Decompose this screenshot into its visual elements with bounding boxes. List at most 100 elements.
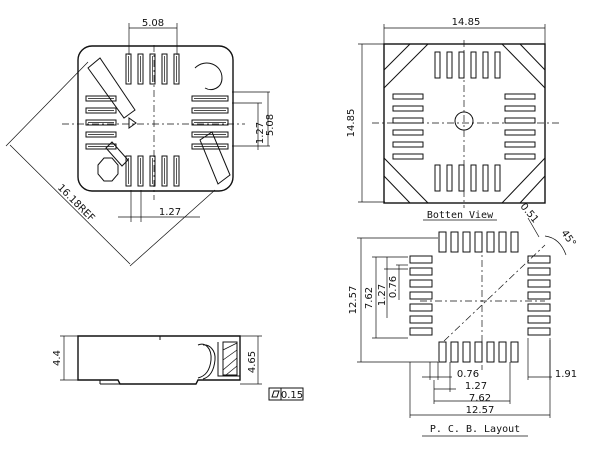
top-contact <box>149 155 156 187</box>
pcb-pad <box>462 231 471 253</box>
bottom-contact <box>504 129 536 136</box>
bottom-corner <box>383 175 411 204</box>
bottom-corner <box>519 43 546 71</box>
bottom-contact <box>504 93 536 100</box>
bottom-contact <box>392 129 424 136</box>
side-dim-4.4: 4.4 <box>52 350 63 366</box>
top-contact <box>191 131 229 138</box>
top-view: 5.08 1.27 5.08 1.27 16.18REF <box>5 18 276 267</box>
top-latch <box>105 141 129 167</box>
top-contact <box>85 107 117 114</box>
bottom-contact <box>494 164 501 192</box>
bottom-contact <box>458 51 465 79</box>
top-dim-16.18ref: 16.18REF <box>55 182 97 224</box>
bottom-contact <box>392 105 424 112</box>
bottom-corner <box>501 157 546 204</box>
pcb-dim-0.76-h: 0.76 <box>457 369 479 380</box>
pcb-pad <box>486 341 495 363</box>
pcb-pad <box>409 327 433 336</box>
bottom-contact <box>504 153 536 160</box>
top-contact <box>161 53 168 85</box>
bottom-dim-height: 14.85 <box>346 109 357 138</box>
top-polarity-hole <box>97 157 119 182</box>
pcb-pad <box>438 231 447 253</box>
bottom-contact <box>458 164 465 192</box>
pcb-pad <box>409 291 433 300</box>
top-contact <box>85 143 117 150</box>
pcb-pad <box>474 341 483 363</box>
bottom-contact <box>470 51 477 79</box>
top-contact <box>191 119 229 126</box>
pcb-pad <box>527 279 551 288</box>
bottom-contact <box>482 164 489 192</box>
pcb-pad <box>409 279 433 288</box>
pcb-dim-1.91: 1.91 <box>555 369 577 380</box>
top-contact <box>125 53 132 85</box>
top-contact <box>161 155 168 187</box>
flatness-icon <box>271 390 280 398</box>
bottom-dim-width: 14.85 <box>452 17 481 28</box>
pcb-pad <box>527 303 551 312</box>
bottom-contact <box>392 141 424 148</box>
pcb-pad <box>498 231 507 253</box>
pcb-layout: 0.51 45° 12.57 7.62 1.27 0.76 0.76 1.27 … <box>348 201 578 437</box>
bottom-contact <box>504 117 536 124</box>
pcb-pad <box>510 231 519 253</box>
top-contact <box>191 95 229 102</box>
bottom-contact <box>392 153 424 160</box>
bottom-contact <box>446 164 453 192</box>
bottom-contact <box>504 141 536 148</box>
top-dim-5.08: 5.08 <box>142 18 164 29</box>
bottom-contact <box>392 93 424 100</box>
top-latch <box>87 57 136 119</box>
bottom-corner <box>383 43 411 71</box>
pcb-dim-12.57-h: 12.57 <box>466 405 495 416</box>
pcb-pad <box>438 341 447 363</box>
pcb-pad <box>527 267 551 276</box>
top-contact <box>173 53 180 85</box>
flatness-value: 0.15 <box>281 390 303 401</box>
top-contact <box>191 107 229 114</box>
top-outline <box>77 45 234 192</box>
pcb-pad <box>450 231 459 253</box>
pcb-pad <box>510 341 519 363</box>
bottom-contact <box>494 51 501 79</box>
pcb-pad <box>450 341 459 363</box>
bottom-outline <box>383 43 546 204</box>
bottom-corner <box>383 43 429 89</box>
bottom-contact <box>470 164 477 192</box>
pcb-dim-1.27-h: 1.27 <box>465 381 487 392</box>
pcb-pad <box>462 341 471 363</box>
bottom-contact <box>504 105 536 112</box>
bottom-view-body <box>383 43 546 204</box>
pcb-pad <box>409 315 433 324</box>
pcb-dim-7.62-h: 7.62 <box>469 393 491 404</box>
side-view: 4.4 4.65 0.15 <box>52 335 304 401</box>
pcb-pad <box>527 255 551 264</box>
top-view-contacts <box>85 53 229 187</box>
top-contact <box>191 143 229 150</box>
pcb-dim-1.27-v: 1.27 <box>377 284 388 306</box>
bottom-corner <box>501 43 546 89</box>
pcb-pad <box>409 255 433 264</box>
pcb-pad <box>409 267 433 276</box>
pcb-pad <box>527 291 551 300</box>
pin1-marker <box>128 117 137 129</box>
pcb-pad <box>527 315 551 324</box>
top-dim-1.27-bottom: 1.27 <box>159 207 181 218</box>
pcb-pad <box>486 231 495 253</box>
pcb-pad <box>527 327 551 336</box>
pcb-dim-7.62-v: 7.62 <box>364 287 375 309</box>
top-contact <box>85 131 117 138</box>
top-contact <box>85 119 117 126</box>
top-contact <box>137 53 144 85</box>
bottom-contact <box>482 51 489 79</box>
bottom-contact <box>446 51 453 79</box>
top-dim-1.27-side: 1.27 <box>255 122 266 144</box>
bottom-contact <box>392 117 424 124</box>
top-notch <box>194 62 223 91</box>
bottom-contact <box>434 51 441 79</box>
pcb-pad <box>474 231 483 253</box>
pcb-dim-0.51: 0.51 <box>518 201 541 225</box>
